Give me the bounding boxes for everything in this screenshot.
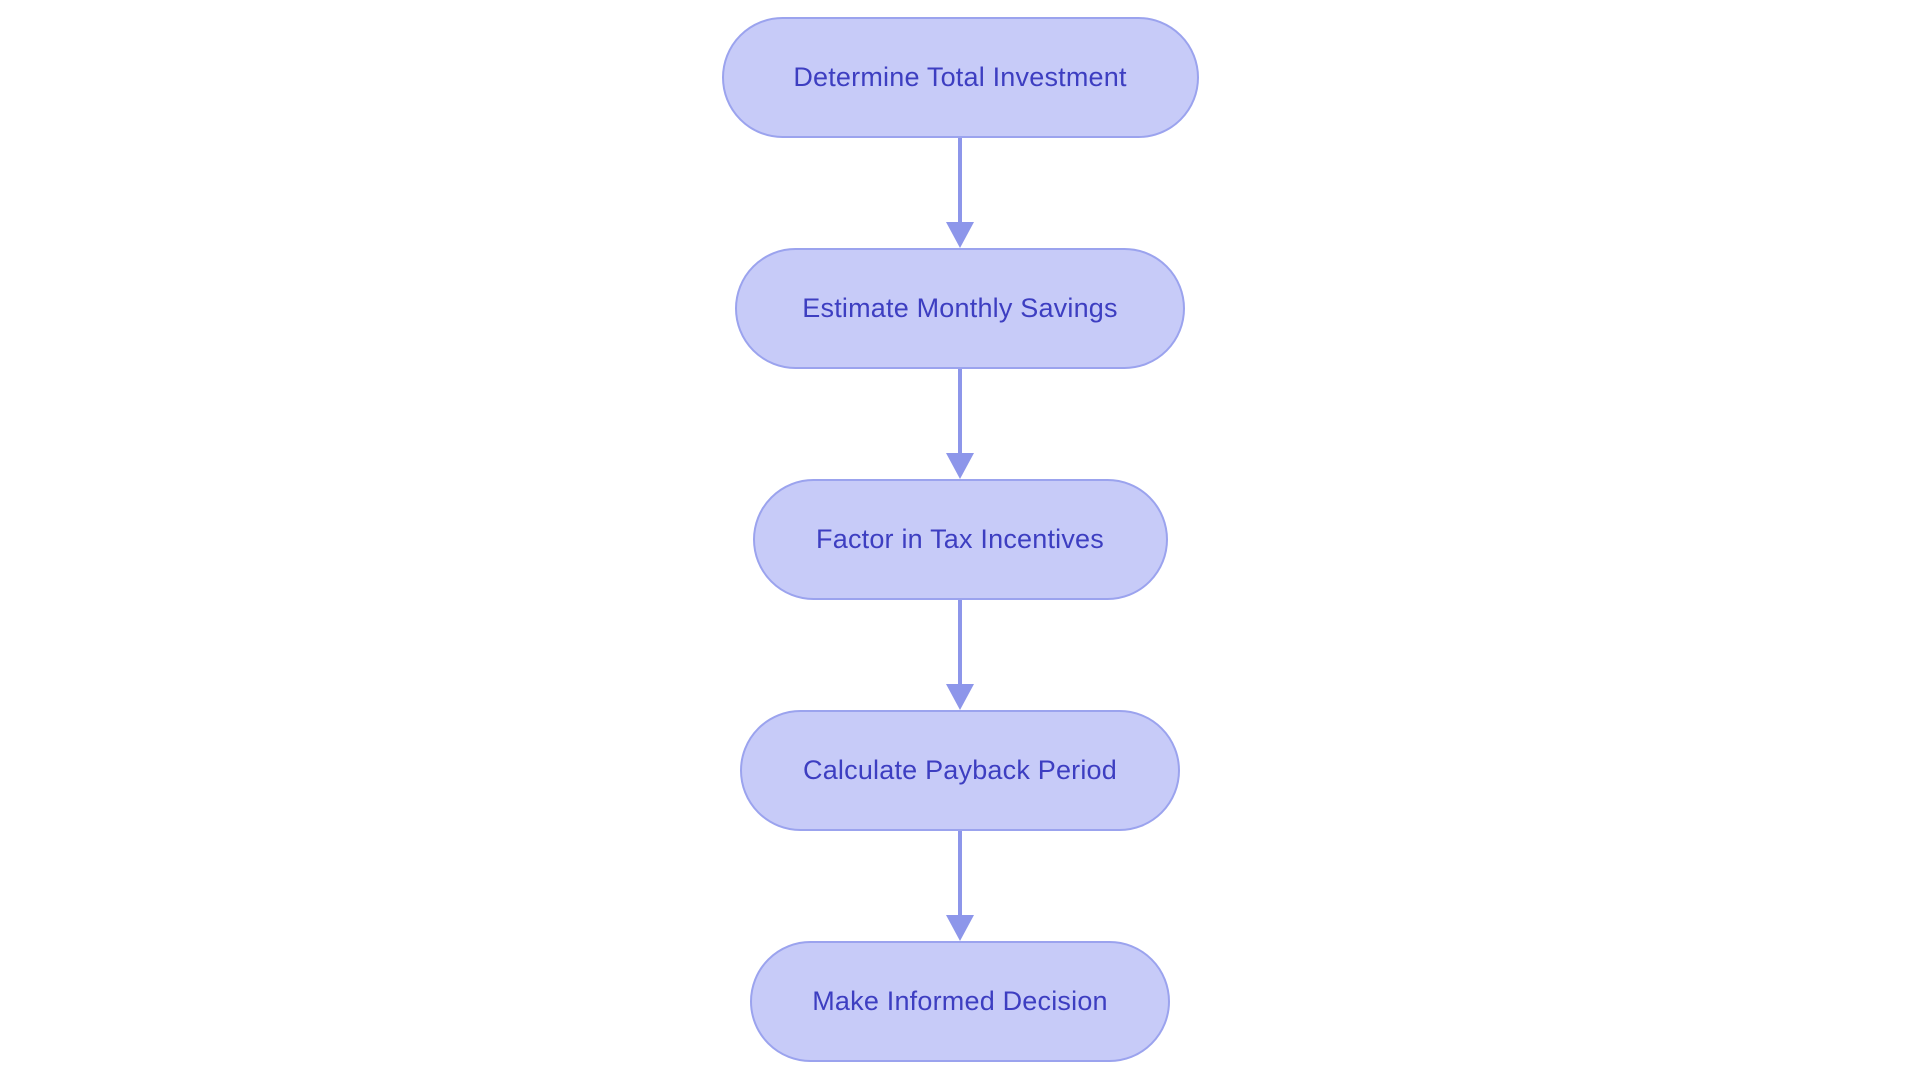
arrow-head-icon — [946, 684, 974, 710]
node-label: Estimate Monthly Savings — [802, 293, 1118, 323]
arrow-line — [958, 600, 962, 684]
flowchart: Determine Total Investment Estimate Mont… — [0, 17, 1920, 1062]
arrow-line — [958, 138, 962, 222]
node-label: Calculate Payback Period — [803, 755, 1117, 785]
arrow-connector — [946, 138, 974, 248]
flow-node-make-informed-decision: Make Informed Decision — [750, 941, 1170, 1062]
node-label: Make Informed Decision — [812, 986, 1108, 1016]
arrow-connector — [946, 600, 974, 710]
arrow-head-icon — [946, 915, 974, 941]
node-label: Factor in Tax Incentives — [816, 524, 1104, 554]
flow-node-estimate-monthly-savings: Estimate Monthly Savings — [735, 248, 1185, 369]
flow-node-calculate-payback-period: Calculate Payback Period — [740, 710, 1180, 831]
arrow-head-icon — [946, 222, 974, 248]
node-label: Determine Total Investment — [793, 62, 1127, 92]
flow-node-determine-total-investment: Determine Total Investment — [721, 17, 1199, 138]
flow-node-factor-in-tax-incentives: Factor in Tax Incentives — [752, 479, 1168, 600]
arrow-connector — [946, 831, 974, 941]
arrow-connector — [946, 369, 974, 479]
arrow-head-icon — [946, 453, 974, 479]
arrow-line — [958, 369, 962, 453]
arrow-line — [958, 831, 962, 915]
